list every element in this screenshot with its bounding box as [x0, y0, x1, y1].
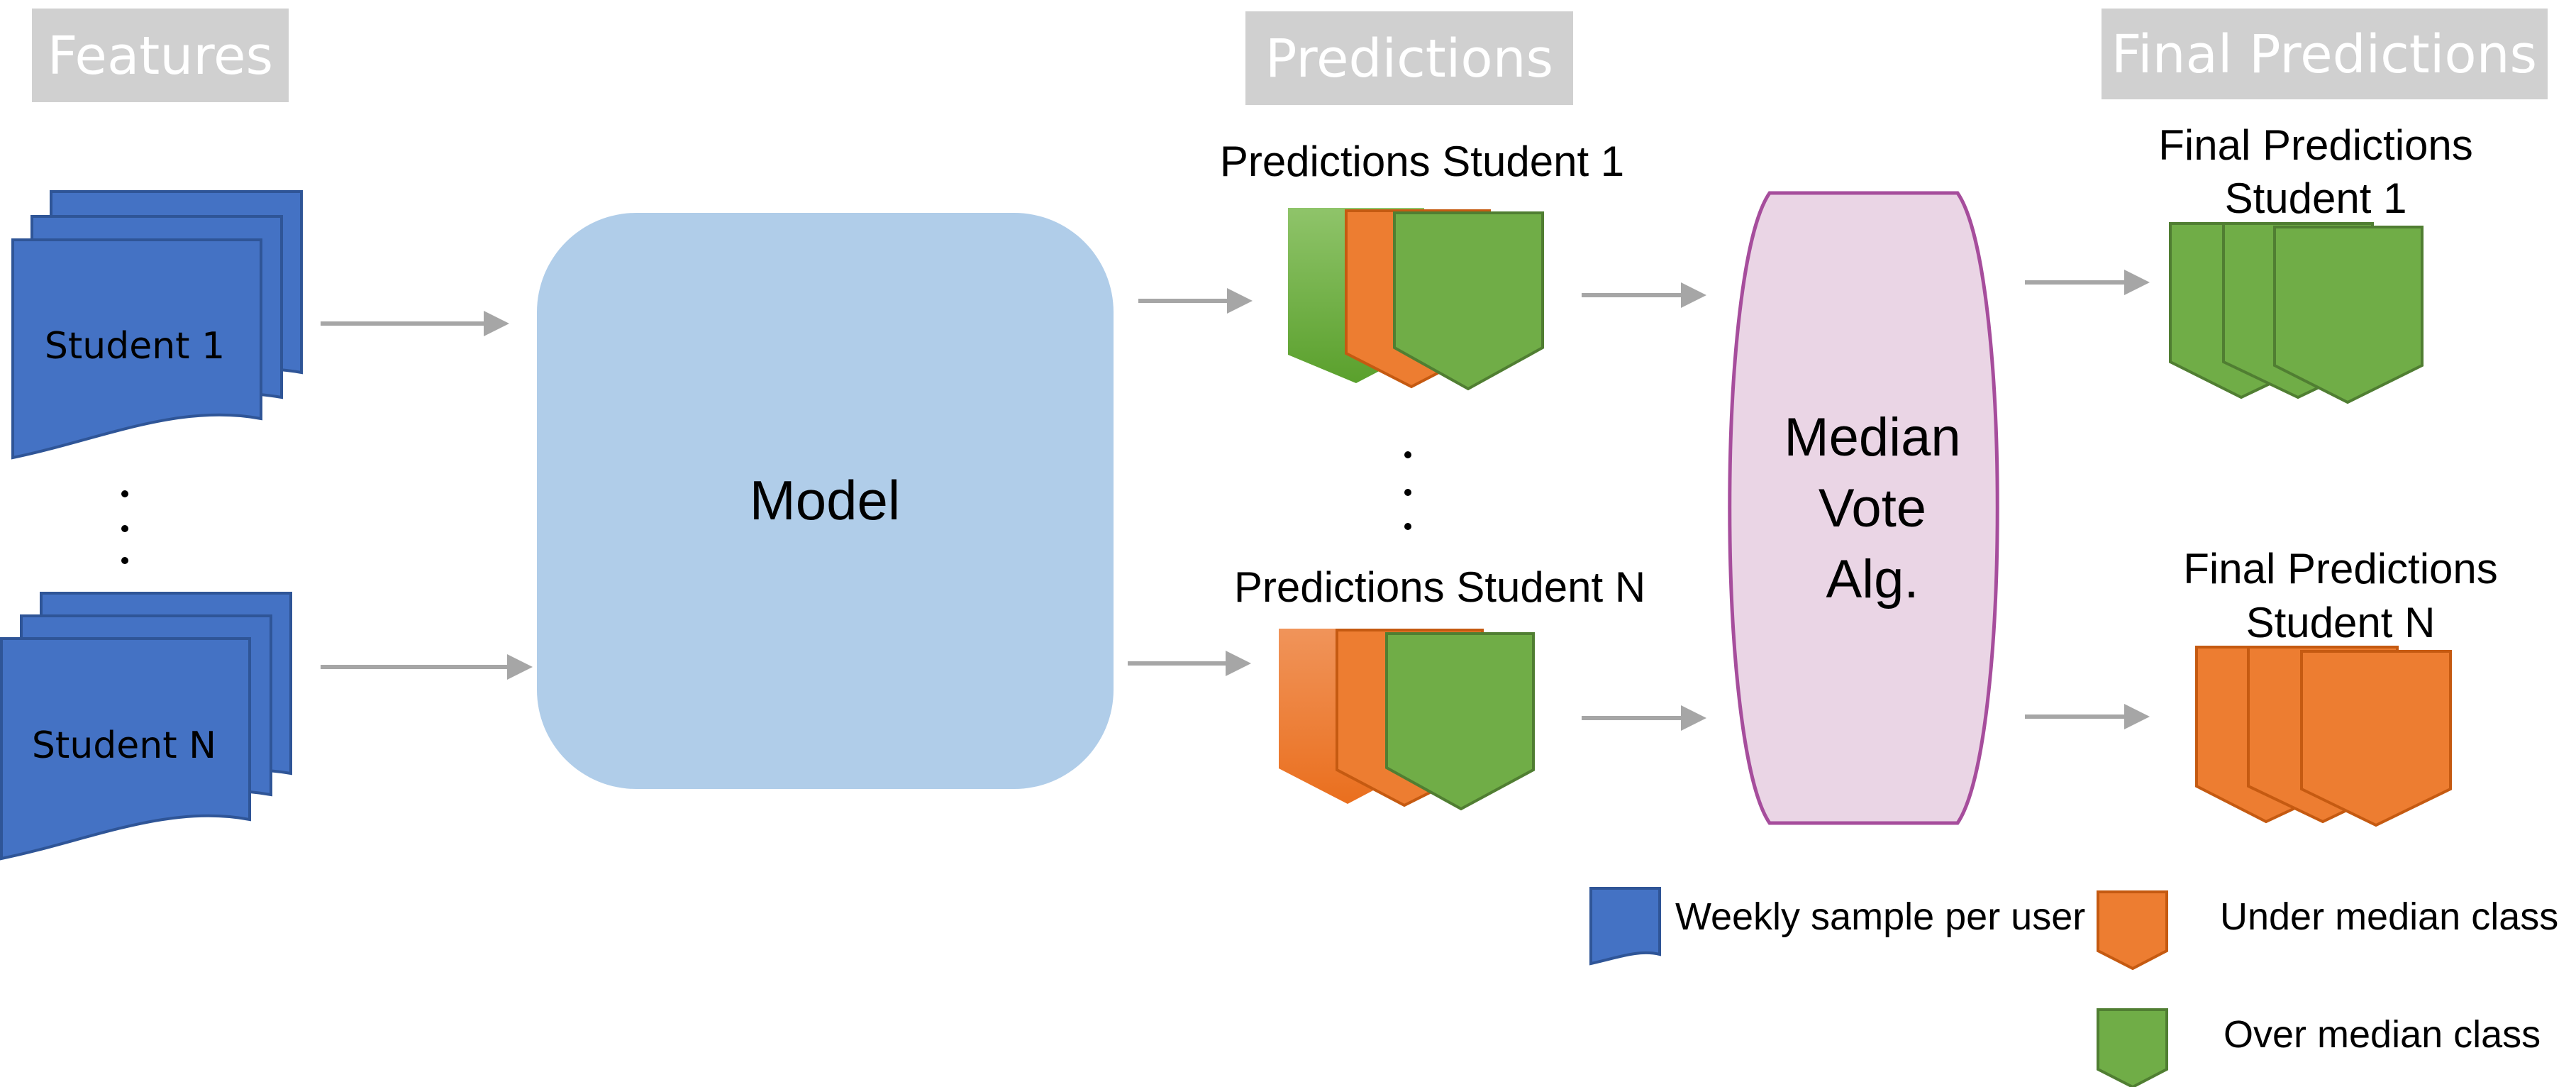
predictions-ellipsis — [1404, 451, 1411, 530]
legend-over-median: Over median class — [2097, 1008, 2541, 1087]
final-student-n-title-line-2: Student N — [2246, 599, 2436, 646]
student-1-document-stack: Student 1 — [11, 190, 303, 460]
vote-label-line-2: Vote — [1819, 478, 1926, 539]
legend: Weekly sample per user Under median clas… — [1589, 887, 2558, 1087]
legend-green-shape-icon — [2097, 1008, 2168, 1087]
vote-label-line-3: Alg. — [1826, 549, 1919, 609]
student-1-label: Student 1 — [45, 325, 225, 368]
legend-document-icon — [1589, 887, 1661, 966]
header-features: Features — [32, 9, 289, 102]
predictions-student-n-title: Predictions Student N — [1234, 563, 1645, 611]
header-final-predictions-label: Final Predictions — [2111, 24, 2537, 85]
legend-weekly-sample: Weekly sample per user — [1589, 887, 2085, 966]
final-student-1-stack — [2169, 222, 2424, 404]
legend-over-median-label: Over median class — [2224, 1013, 2541, 1056]
legend-under-median-label: Under median class — [2220, 895, 2558, 938]
final-student-1-title-line-2: Student 1 — [2225, 175, 2407, 222]
vote-label-line-1: Median — [1784, 407, 1960, 468]
students-ellipsis — [121, 490, 128, 564]
model-box: Model — [537, 213, 1114, 789]
final-student-n-stack — [2195, 646, 2452, 827]
legend-under-median: Under median class — [2097, 890, 2558, 971]
predictions-student-1-title: Predictions Student 1 — [1220, 138, 1624, 185]
header-predictions-label: Predictions — [1265, 28, 1553, 89]
legend-weekly-sample-label: Weekly sample per user — [1675, 895, 2085, 938]
header-final-predictions: Final Predictions — [2102, 9, 2548, 99]
median-vote-algorithm: Median Vote Alg. — [1728, 191, 1999, 825]
predictions-student-1-stack — [1288, 208, 1544, 391]
header-features-label: Features — [48, 26, 273, 87]
predictions-student-n-stack — [1279, 629, 1535, 811]
student-n-label: Student N — [32, 724, 216, 767]
legend-orange-shape-icon — [2097, 890, 2168, 971]
model-label: Model — [750, 469, 900, 531]
final-student-1-title-line-1: Final Predictions — [2158, 121, 2473, 169]
final-student-n-title-line-1: Final Predictions — [2183, 545, 2498, 592]
student-n-document-stack: Student N — [0, 592, 292, 861]
header-predictions: Predictions — [1245, 11, 1573, 105]
